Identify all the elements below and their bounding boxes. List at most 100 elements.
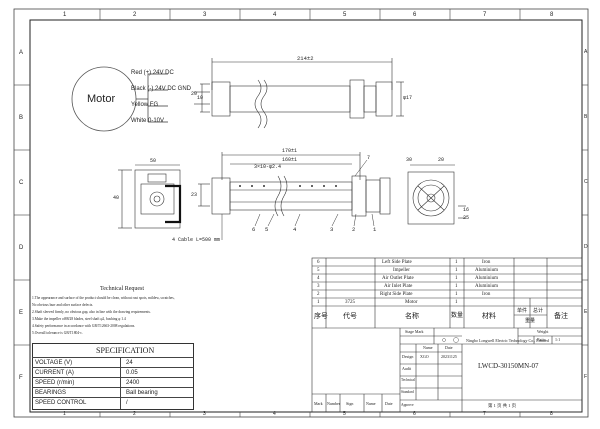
weight-label: Weight	[537, 329, 549, 334]
date2-label: Date	[385, 401, 393, 406]
technical-label: Technical	[401, 378, 415, 382]
row-mark-b: B	[19, 115, 24, 121]
spec-divider	[120, 357, 121, 409]
bom-mat: Aluminium	[475, 284, 499, 289]
bom-no: 1	[317, 300, 320, 305]
dim-front-7: 7	[367, 155, 371, 161]
bom-name: Right Side Plate	[380, 292, 413, 297]
dim-front-23: 23	[191, 192, 198, 198]
spec-value: 24	[126, 360, 133, 366]
wire-black: Black (-) 24V DC GND	[131, 86, 192, 92]
bom-no: 6	[317, 260, 320, 265]
tech-line-2: No obvious burr and other surface defect…	[32, 303, 94, 307]
spec-table	[32, 343, 194, 410]
audit-label: Audit	[402, 366, 412, 371]
bom-mat: Iron	[482, 260, 491, 265]
spec-row: SPEED (r/min) 2400	[32, 377, 194, 388]
number-label: Number	[327, 401, 341, 406]
row-mark-f-right: F	[584, 374, 588, 380]
bom-name: Air Outlet Plate	[382, 276, 414, 281]
bom-mat: Aluminium	[475, 268, 499, 273]
bom-header-weight: 重量	[525, 319, 536, 324]
motor-label: Motor	[87, 93, 116, 105]
dim-top-h2: 10	[197, 95, 204, 101]
spec-value: 2400	[126, 380, 140, 386]
wire-yellow: Yellow FG	[131, 102, 159, 108]
design-date: 20231125	[441, 354, 457, 359]
spec-label: SPEED CONTROL	[35, 400, 87, 406]
tech-line-4: 3.Make the impeller of88/28 blades, stee…	[32, 317, 126, 321]
approve-label: Approve	[401, 403, 414, 407]
dim-side-16: 16	[463, 207, 470, 213]
mark-label: Mark	[314, 401, 323, 406]
bom-no: 3	[317, 284, 320, 289]
row-mark-c-right: C	[584, 179, 588, 185]
bom-qty: 1	[455, 292, 458, 297]
drawing-number: LWCD-30150MN-07	[478, 362, 539, 370]
dim-top-length: 214±2	[297, 55, 314, 62]
bom-code: 3725	[345, 300, 355, 305]
company-name: Ningbo Longwell Electric Technology Co.,…	[466, 338, 549, 343]
bom-qty: 1	[455, 300, 458, 305]
dim-front-holes: 3×10-φ2.4	[254, 164, 282, 170]
dim-top-h1: 20	[191, 91, 198, 97]
bom-header-total: 总计	[533, 309, 544, 314]
sign-label: Sign	[346, 401, 354, 406]
sheet-count: 第 1 页 共 1 页	[488, 403, 517, 408]
spec-value: 0.05	[126, 370, 138, 376]
col-mark-8: 8	[550, 12, 554, 18]
spec-row: CURRENT (A) 0.05	[32, 367, 194, 378]
col-mark-7-bottom: 7	[483, 411, 486, 417]
spec-row: BEARINGS Ball bearing	[32, 387, 194, 398]
ratio-label: Ratio	[537, 337, 546, 342]
spec-row: VOLTAGE (V) 24	[32, 357, 194, 368]
col-mark-1-bottom: 1	[63, 411, 66, 417]
col-mark-2-bottom: 2	[133, 411, 136, 417]
ratio-value: 1:1	[555, 337, 561, 342]
spec-label: SPEED (r/min)	[35, 380, 75, 386]
balloon-2: 2	[352, 226, 356, 233]
col-mark-6-bottom: 6	[413, 411, 416, 417]
dim-side-30: 30	[406, 157, 413, 163]
row-mark-b-right: B	[584, 114, 588, 120]
wire-red: Red (+) 24V DC	[131, 70, 174, 76]
standard-label: Standard	[401, 390, 414, 394]
bom-header-qty: 数量	[451, 313, 464, 319]
bom-qty: 1	[455, 284, 458, 289]
date-label: Date	[445, 345, 453, 350]
spec-label: BEARINGS	[35, 390, 67, 396]
bom-header-unit: 单件	[517, 309, 528, 314]
bom-header-name: 名称	[405, 312, 419, 320]
bom-no: 4	[317, 276, 320, 281]
dim-front-170: 170±1	[282, 148, 298, 154]
bom-no: 2	[317, 292, 320, 297]
col-mark-5-bottom: 5	[343, 411, 346, 417]
spec-value: /	[126, 400, 128, 406]
dim-side-25: 25	[463, 215, 470, 221]
row-mark-a: A	[19, 50, 24, 56]
row-mark-f: F	[19, 375, 23, 381]
dim-side-20: 20	[438, 157, 445, 163]
dim-left-40: 40	[113, 195, 120, 201]
col-mark-4-bottom: 4	[273, 411, 276, 417]
bom-mat: Aluminium	[475, 276, 499, 281]
tech-line-5: 4.Safety performance in accordance with …	[32, 324, 136, 328]
bom-name: Impeller	[393, 268, 410, 273]
tech-line-3: 2.Shaft sleeved firmly, no obvious gap, …	[32, 310, 151, 314]
spec-title: SPECIFICATION	[96, 346, 155, 355]
bom-qty: 1	[455, 268, 458, 273]
col-mark-2: 2	[133, 12, 137, 18]
row-mark-e: E	[19, 310, 24, 316]
name2-label: Name	[366, 401, 376, 406]
bom-name: Motor	[405, 300, 418, 305]
col-mark-4: 4	[273, 12, 277, 18]
balloon-6: 6	[252, 226, 256, 233]
row-mark-e-right: E	[584, 309, 588, 315]
